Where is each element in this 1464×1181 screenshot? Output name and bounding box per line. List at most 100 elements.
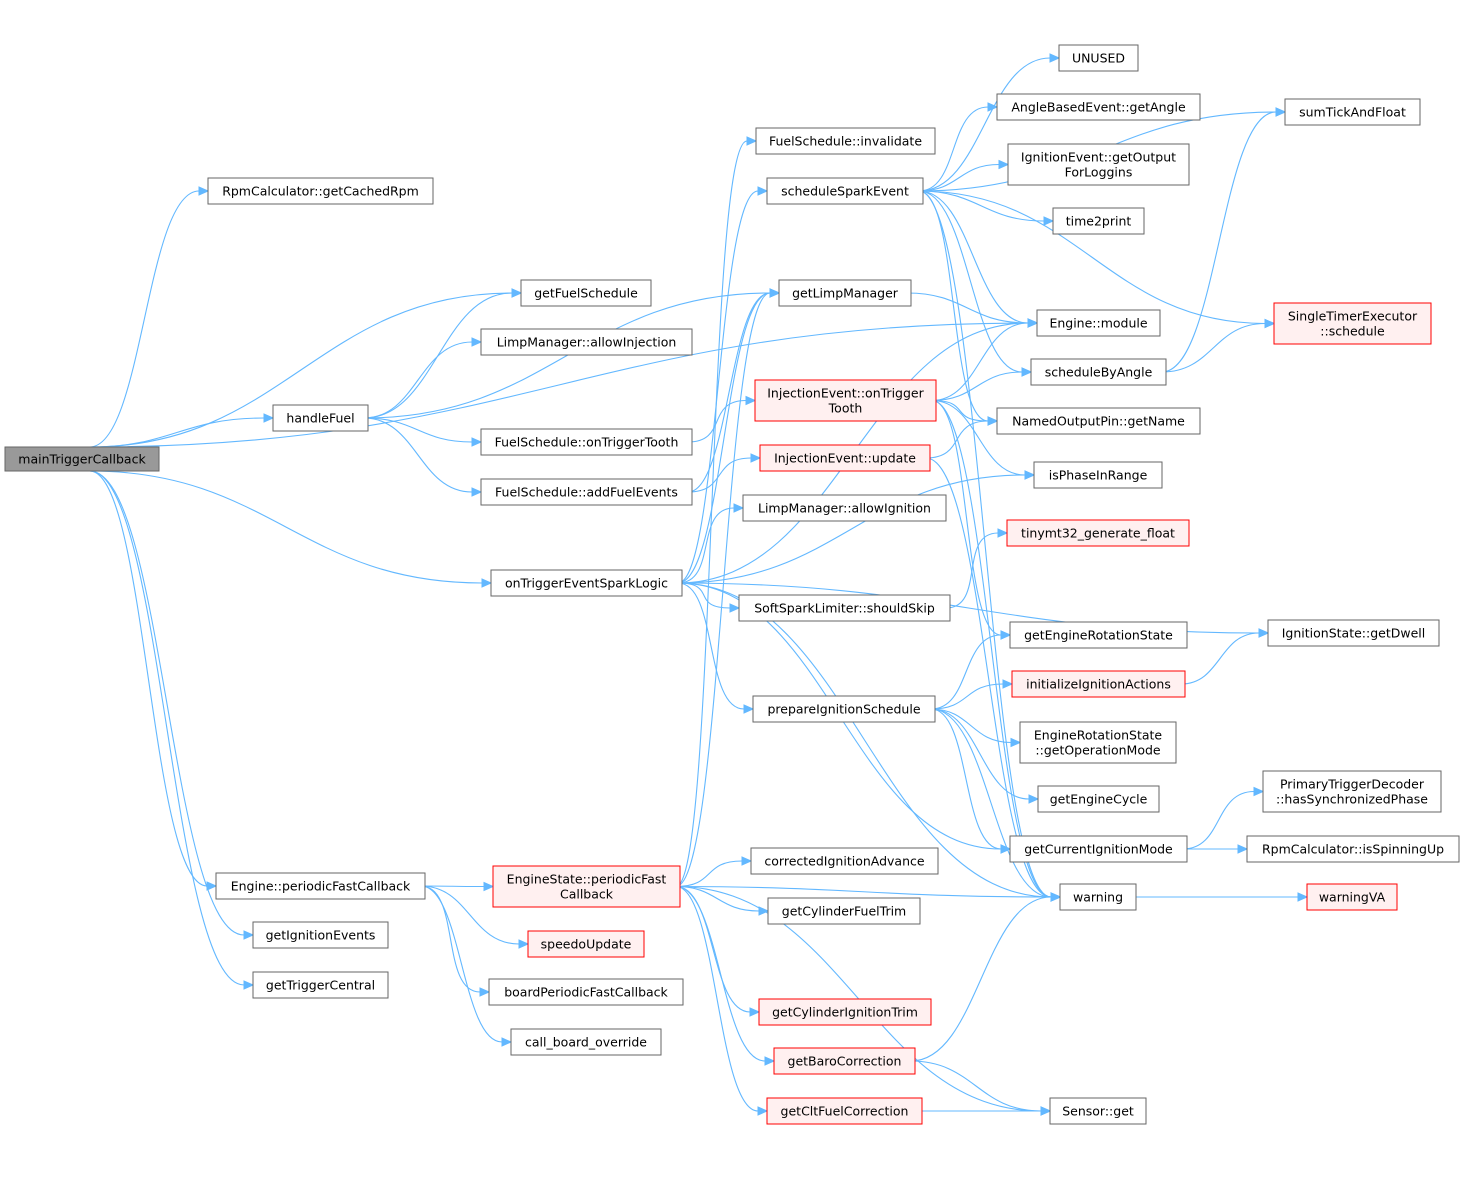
node-esPFC[interactable]: EngineState::periodicFastCallback: [492, 865, 681, 908]
node-enginePFC[interactable]: Engine::periodicFastCallback: [215, 872, 426, 900]
node-corrAdv[interactable]: correctedIgnitionAdvance: [750, 847, 939, 875]
node-fsOnTrigger[interactable]: FuelSchedule::onTriggerTooth: [480, 428, 693, 456]
node-sensorGet[interactable]: Sensor::get: [1049, 1097, 1147, 1125]
edge-esPFC-corrAdv: [675, 856, 753, 888]
node-initIgn[interactable]: initializeIgnitionActions: [1011, 670, 1186, 698]
node-spinUp[interactable]: RpmCalculator::isSpinningUp: [1246, 835, 1460, 863]
node-cylFuelTrim[interactable]: getCylinderFuelTrim: [767, 897, 921, 925]
node-prepIgn[interactable]: prepareIgnitionSchedule: [752, 695, 936, 723]
node-label: getCylinderIgnitionTrim: [772, 1005, 918, 1020]
node-engineCycle[interactable]: getEngineCycle: [1037, 785, 1160, 813]
node-label: NamedOutputPin::getName: [1012, 414, 1185, 429]
node-getFuelSchedule[interactable]: getFuelSchedule: [520, 279, 652, 307]
node-clt[interactable]: getCltFuelCorrection: [766, 1097, 923, 1125]
node-label: Engine::periodicFastCallback: [231, 879, 411, 894]
edge-baro-warning: [910, 892, 1062, 1062]
node-speedoUpdate[interactable]: speedoUpdate: [527, 930, 645, 958]
node-label: ForLoggins: [1065, 165, 1133, 180]
edge-esPFC-invalidate: [675, 136, 758, 888]
node-sparkLogic[interactable]: onTriggerEventSparkLogic: [490, 569, 683, 597]
edge-enginePFC-esPFC: [420, 881, 495, 892]
node-getTriggerCentral[interactable]: getTriggerCentral: [252, 971, 389, 999]
arrowhead-icon: [746, 136, 758, 146]
node-cachedRpm[interactable]: RpmCalculator::getCachedRpm: [207, 177, 434, 205]
node-scheduleSpark[interactable]: scheduleSparkEvent: [766, 177, 924, 205]
node-unused[interactable]: UNUSED: [1058, 44, 1139, 72]
edge-prepIgn-rotState: [930, 630, 1012, 710]
node-time2print[interactable]: time2print: [1052, 207, 1145, 235]
node-box: [766, 1097, 923, 1125]
edge-scheduleByAngle-stExec: [1161, 318, 1276, 373]
edge-main-getTriggerCentral: [89, 470, 255, 990]
node-box: [527, 930, 645, 958]
node-sumTick[interactable]: sumTickAndFloat: [1284, 98, 1421, 126]
node-syncPhase[interactable]: PrimaryTriggerDecoder::hasSynchronizedPh…: [1262, 770, 1442, 813]
node-dwell[interactable]: IgnitionState::getDwell: [1267, 619, 1440, 647]
node-isPhaseInRange[interactable]: isPhaseInRange: [1033, 461, 1163, 489]
node-handleFuel[interactable]: handleFuel: [272, 404, 369, 432]
node-baro[interactable]: getBaroCorrection: [773, 1047, 916, 1075]
node-box: [766, 177, 924, 205]
node-getLimpManager[interactable]: getLimpManager: [778, 279, 912, 307]
node-invalidate[interactable]: FuelSchedule::invalidate: [755, 127, 936, 155]
arrowhead-icon: [471, 437, 483, 447]
node-engineModule[interactable]: Engine::module: [1036, 309, 1161, 337]
node-shouldSkip[interactable]: SoftSparkLimiter::shouldSkip: [738, 594, 951, 622]
node-label: handleFuel: [286, 411, 354, 426]
node-getName[interactable]: NamedOutputPin::getName: [996, 407, 1201, 435]
arrowhead-icon: [518, 939, 530, 949]
node-box: [758, 998, 932, 1026]
node-callBoard[interactable]: call_board_override: [510, 1028, 662, 1056]
node-label: scheduleSparkEvent: [781, 184, 909, 199]
node-label: AngleBasedEvent::getAngle: [1011, 100, 1186, 115]
node-box: [778, 279, 912, 307]
node-label: mainTriggerCallback: [18, 452, 146, 467]
arrowhead-icon: [1000, 844, 1012, 854]
node-rotState[interactable]: getEngineRotationState: [1009, 621, 1188, 649]
node-opMode[interactable]: EngineRotationState::getOperationMode: [1019, 721, 1177, 764]
node-box: [207, 177, 434, 205]
arrowhead-icon: [481, 578, 493, 588]
edge-main-cachedRpm: [89, 186, 210, 448]
node-addFuelEvents[interactable]: FuelSchedule::addFuelEvents: [480, 478, 693, 506]
arrowhead-icon: [987, 416, 999, 426]
edge-enginePFC-callBoard: [420, 885, 513, 1047]
node-warning[interactable]: warning: [1059, 883, 1137, 911]
node-label: IgnitionState::getDwell: [1282, 626, 1425, 641]
arrowhead-icon: [997, 528, 1009, 538]
edge-addFuelEvents-ieUpdate: [687, 453, 762, 493]
edge-prepIgn-engineCycle: [930, 708, 1040, 804]
node-label: getCltFuelCorrection: [781, 1104, 909, 1119]
arrowhead-icon: [1258, 628, 1270, 638]
node-ieOnTrigger[interactable]: InjectionEvent::onTriggerTooth: [754, 379, 937, 422]
arrowhead-icon: [479, 987, 491, 997]
node-box: [1306, 883, 1398, 911]
node-allowIgnition[interactable]: LimpManager::allowIgnition: [742, 494, 947, 522]
node-getIgnitionEvents[interactable]: getIgnitionEvents: [252, 921, 389, 949]
node-box: [1011, 670, 1186, 698]
node-warningVA[interactable]: warningVA: [1306, 883, 1398, 911]
node-label: SoftSparkLimiter::shouldSkip: [754, 601, 935, 616]
node-ieUpdate[interactable]: InjectionEvent::update: [759, 444, 931, 472]
node-label: InjectionEvent::onTrigger: [767, 386, 924, 401]
node-scheduleByAngle[interactable]: scheduleByAngle: [1030, 358, 1167, 386]
node-tinymt[interactable]: tinymt32_generate_float: [1006, 519, 1190, 547]
node-label: getCylinderFuelTrim: [782, 904, 906, 919]
node-cylIgnTrim[interactable]: getCylinderIgnitionTrim: [758, 998, 932, 1026]
node-label: getEngineCycle: [1050, 792, 1148, 807]
edge-scheduleSpark-scheduleByAngle: [918, 190, 1033, 377]
node-boardPFC[interactable]: boardPeriodicFastCallback: [488, 978, 684, 1006]
node-box: [252, 971, 389, 999]
edge-handleFuel-allowInjection: [363, 337, 483, 419]
edge-ignMode-syncPhase: [1182, 786, 1265, 850]
node-ignMode[interactable]: getCurrentIgnitionMode: [1009, 835, 1188, 863]
node-getAngle[interactable]: AngleBasedEvent::getAngle: [996, 93, 1201, 121]
node-allowInjection[interactable]: LimpManager::allowInjection: [480, 328, 693, 356]
arrowhead-icon: [483, 881, 495, 892]
arrowhead-icon: [998, 159, 1010, 170]
node-label: isPhaseInRange: [1049, 468, 1148, 483]
node-stExec[interactable]: SingleTimerExecutor::schedule: [1273, 302, 1432, 345]
edge-handleFuel-addFuelEvents: [363, 417, 483, 497]
node-main[interactable]: mainTriggerCallback: [4, 446, 160, 472]
